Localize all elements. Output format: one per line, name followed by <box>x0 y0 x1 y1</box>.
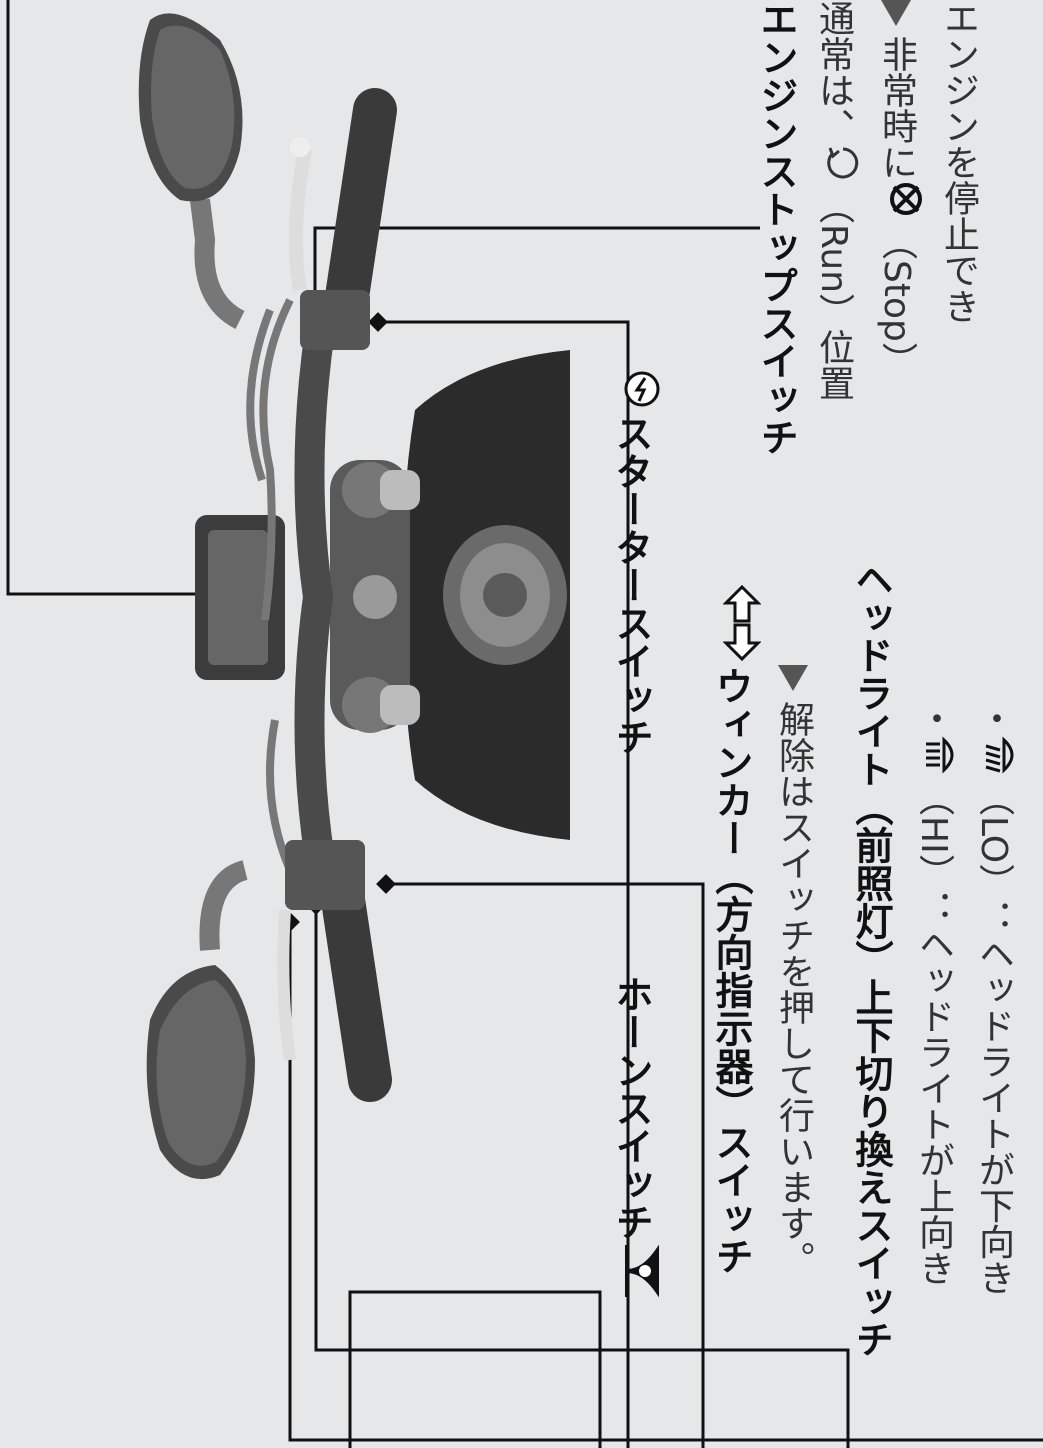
horn-title: ホーンスイッチ <box>609 975 653 1241</box>
left-grip <box>277 840 392 1102</box>
winker-title-c: ）スイッチ <box>709 1085 753 1275</box>
triple-clamp <box>330 460 420 733</box>
engine-stop-line1-a: 通常は、 <box>813 0 854 144</box>
run-icon <box>824 144 862 182</box>
starter-switch-label: スタータースイッチ <box>609 370 661 756</box>
winker-arrows-icon <box>721 584 762 662</box>
winker-title-b: 方向指示器 <box>709 895 753 1085</box>
lo-label: （LO）：ヘッドライトが下向き <box>973 780 1014 1296</box>
engine-stop-line1-b: （Run）位置 <box>813 188 854 402</box>
engine-stop-line1: 通常は、 （Run）位置 <box>813 0 862 402</box>
triangle-marker-icon <box>881 0 911 26</box>
headlight-lo-line: ・ （LO）：ヘッドライトが下向き <box>973 700 1022 1296</box>
triangle-marker-icon <box>778 665 808 691</box>
headlight-hi-line: ・ （HI）：ヘッドライトが上向き <box>913 700 962 1286</box>
winker-note: 解除はスイッチを押して行います。 <box>773 665 814 1277</box>
engine-stop-line3: エンジンを停止でき <box>938 0 979 324</box>
winker-switch-label: ウィンカー（方向指示器）スイッチ <box>709 584 762 1275</box>
fuel-tank <box>403 350 570 840</box>
hi-label: （HI）：ヘッドライトが上向き <box>913 780 954 1286</box>
engine-stop-line2: 非常時に （Stop） <box>876 0 925 378</box>
mirror-right <box>138 13 245 329</box>
engine-stop-title: エンジンストップスイッチ <box>754 0 798 456</box>
cables <box>246 298 294 872</box>
engine-stop-line2-b: （Stop） <box>876 224 917 378</box>
hi-beam-icon <box>924 736 962 774</box>
headlight-title-c: ）上下切り換えスイッチ <box>849 940 893 1358</box>
engine-stop-line2-a: 非常時に <box>876 36 917 180</box>
handlebar <box>294 315 335 875</box>
winker-note-text: 解除はスイッチを押して行います。 <box>773 701 814 1277</box>
stop-icon <box>887 180 925 218</box>
bullet: ・ <box>973 700 1014 736</box>
headlight-title-a: ヘッドライト（ <box>849 560 893 826</box>
meter-panel <box>195 515 285 680</box>
starter-title: スタータースイッチ <box>609 414 653 756</box>
starter-icon <box>623 370 661 408</box>
lo-beam-icon <box>984 736 1022 774</box>
right-grip <box>289 88 397 350</box>
mirror-left <box>146 860 255 1180</box>
bullet: ・ <box>913 700 954 736</box>
horn-switch-label: ホーンスイッチ <box>609 975 661 1307</box>
headlight-switch-label: ヘッドライト（前照灯）上下切り換えスイッチ <box>849 560 893 1358</box>
winker-title-a: ウィンカー（ <box>709 667 753 895</box>
horn-icon <box>623 1241 661 1301</box>
leader-lines <box>6 0 1043 1448</box>
headlight-title-b: 前照灯 <box>849 826 893 940</box>
